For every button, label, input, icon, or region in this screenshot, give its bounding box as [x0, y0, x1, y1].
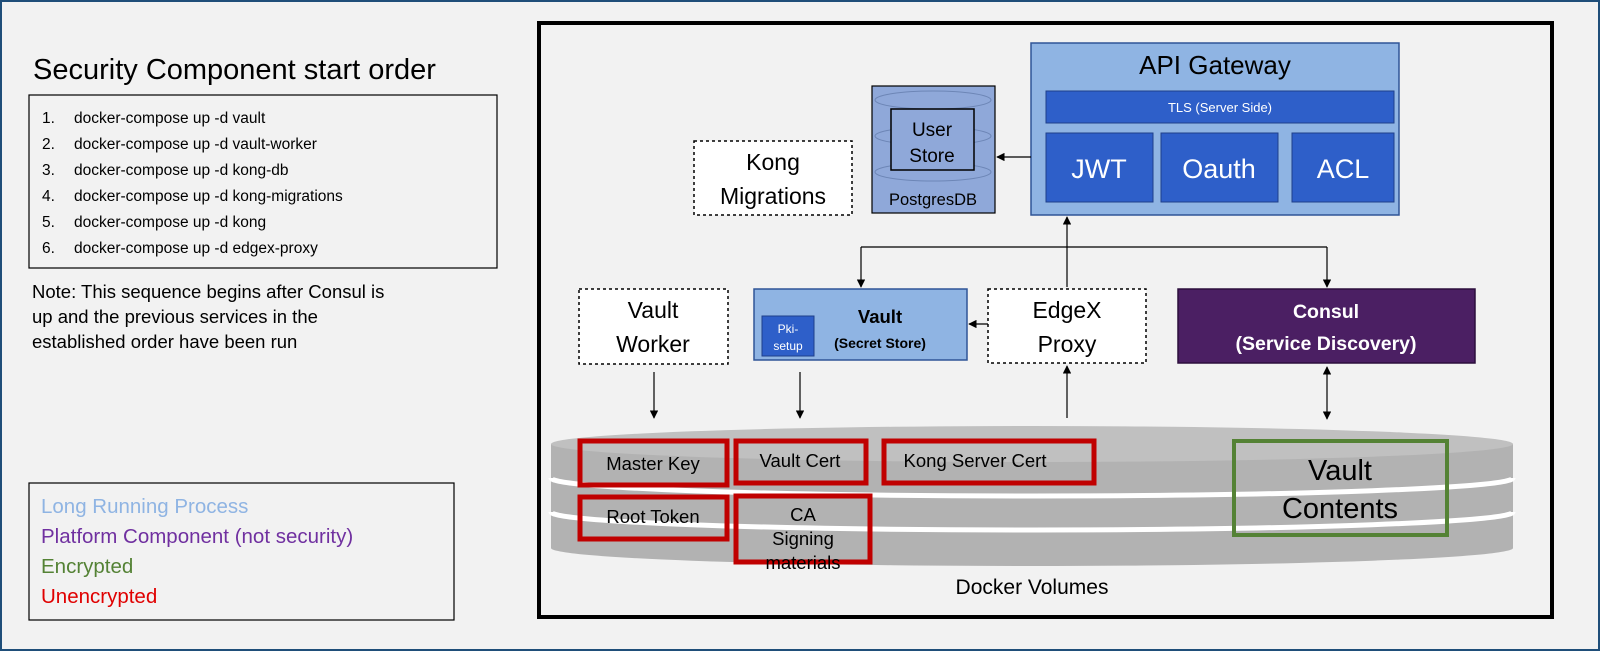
- start-order-title: Security Component start order: [33, 54, 436, 86]
- edgex-proxy-box: EdgeX Proxy: [987, 288, 1147, 364]
- connectors: [649, 152, 1332, 420]
- volume-ca-signing-line: Signing: [772, 528, 834, 549]
- step-number: 5.: [42, 214, 55, 231]
- step-1: 1. docker-compose up -d vault: [42, 110, 266, 127]
- note-line: Note: This sequence begins after Consul …: [32, 281, 384, 302]
- volume-vault-cert: Vault Cert: [733, 438, 869, 486]
- step-6: 6. docker-compose up -d edgex-proxy: [42, 240, 318, 257]
- api-gateway-title: API Gateway: [1139, 50, 1291, 80]
- acl-label: ACL: [1317, 154, 1370, 184]
- edgex-proxy-line: Proxy: [1038, 331, 1097, 357]
- postgres-db-label: PostgresDB: [889, 191, 977, 209]
- api-gateway: API Gateway TLS (Server Side) JWT Oauth …: [1030, 42, 1400, 216]
- step-command: docker-compose up -d vault-worker: [74, 136, 317, 153]
- volume-kong-server-cert-label: Kong Server Cert: [904, 450, 1047, 471]
- user-store: [890, 108, 975, 171]
- vault-subtitle: (Secret Store): [834, 335, 926, 351]
- acl-module: [1291, 132, 1395, 203]
- note-line: up and the previous services in the: [32, 306, 318, 327]
- consul-subtitle: (Service Discovery): [1235, 333, 1416, 355]
- legend-box: [28, 482, 455, 621]
- start-order-list: 1. docker-compose up -d vault 2. docker-…: [42, 110, 343, 257]
- vault-title: Vault: [858, 306, 902, 327]
- user-store-line: Store: [909, 146, 954, 167]
- volume-vault-cert-label: Vault Cert: [760, 450, 841, 471]
- step-command: docker-compose up -d vault: [74, 110, 266, 127]
- edgex-proxy-line: EdgeX: [1032, 297, 1101, 323]
- step-number: 1.: [42, 110, 55, 127]
- vault-worker-line: Worker: [616, 331, 690, 357]
- consul-title: Consul: [1293, 301, 1359, 323]
- pki-setup: [761, 315, 815, 357]
- postgres-db: User Store PostgresDB: [871, 85, 996, 214]
- kong-migrations-box: Kong Migrations: [693, 140, 853, 216]
- step-command: docker-compose up -d kong-db: [74, 162, 289, 179]
- step-number: 2.: [42, 136, 55, 153]
- volume-vault-contents-line: Vault: [1308, 455, 1372, 487]
- legend-platform-component: Platform Component (not security): [41, 525, 353, 548]
- vault-worker-line: Vault: [628, 297, 679, 323]
- pki-setup-line: setup: [773, 339, 803, 353]
- vault-secret-store: Vault (Secret Store) Pki- setup: [753, 288, 968, 361]
- jwt-label: JWT: [1071, 154, 1126, 184]
- step-3: 3. docker-compose up -d kong-db: [42, 162, 289, 179]
- kong-migrations-line: Migrations: [720, 183, 826, 209]
- step-command: docker-compose up -d kong: [74, 214, 266, 231]
- jwt-module: [1045, 132, 1154, 203]
- step-command: docker-compose up -d edgex-proxy: [74, 240, 318, 257]
- start-order-list-box: [28, 94, 498, 269]
- volume-ca-signing-line: materials: [765, 552, 840, 573]
- volume-ca-signing-line: CA: [790, 504, 816, 525]
- volume-master-key: Master Key: [577, 438, 730, 488]
- volume-vault-contents: Vault Contents: [1232, 439, 1449, 537]
- volume-vault-contents-line: Contents: [1282, 493, 1398, 525]
- volume-master-key-label: Master Key: [606, 453, 700, 474]
- volume-ca-signing: CA Signing materials: [733, 493, 873, 573]
- consul-service-discovery: Consul (Service Discovery): [1177, 288, 1476, 364]
- step-command: docker-compose up -d kong-migrations: [74, 188, 343, 205]
- step-number: 4.: [42, 188, 55, 205]
- tls-label: TLS (Server Side): [1168, 100, 1272, 115]
- legend-unencrypted: Unencrypted: [41, 585, 157, 608]
- step-number: 3.: [42, 162, 55, 179]
- docker-volumes-label: Docker Volumes: [956, 576, 1109, 599]
- step-4: 4. docker-compose up -d kong-migrations: [42, 188, 343, 205]
- oauth-label: Oauth: [1182, 154, 1256, 184]
- pki-setup-line: Pki-: [778, 322, 799, 336]
- kong-migrations-line: Kong: [746, 149, 800, 175]
- note-line: established order have been run: [32, 331, 297, 352]
- tls-bar: [1045, 90, 1395, 124]
- user-store-line: User: [912, 120, 953, 141]
- step-2: 2. docker-compose up -d vault-worker: [42, 136, 317, 153]
- vault-worker-box: Vault Worker: [578, 288, 729, 365]
- volume-kong-server-cert: Kong Server Cert: [881, 438, 1097, 486]
- legend-long-running: Long Running Process: [41, 495, 248, 518]
- legend: Long Running Process Platform Component …: [41, 495, 353, 608]
- oauth-module: [1160, 132, 1279, 203]
- step-number: 6.: [42, 240, 55, 257]
- volume-root-token: Root Token: [577, 494, 730, 542]
- step-5: 5. docker-compose up -d kong: [42, 214, 266, 231]
- volume-root-token-label: Root Token: [606, 506, 699, 527]
- legend-encrypted: Encrypted: [41, 555, 133, 578]
- sequence-note: Note: This sequence begins after Consul …: [32, 281, 384, 352]
